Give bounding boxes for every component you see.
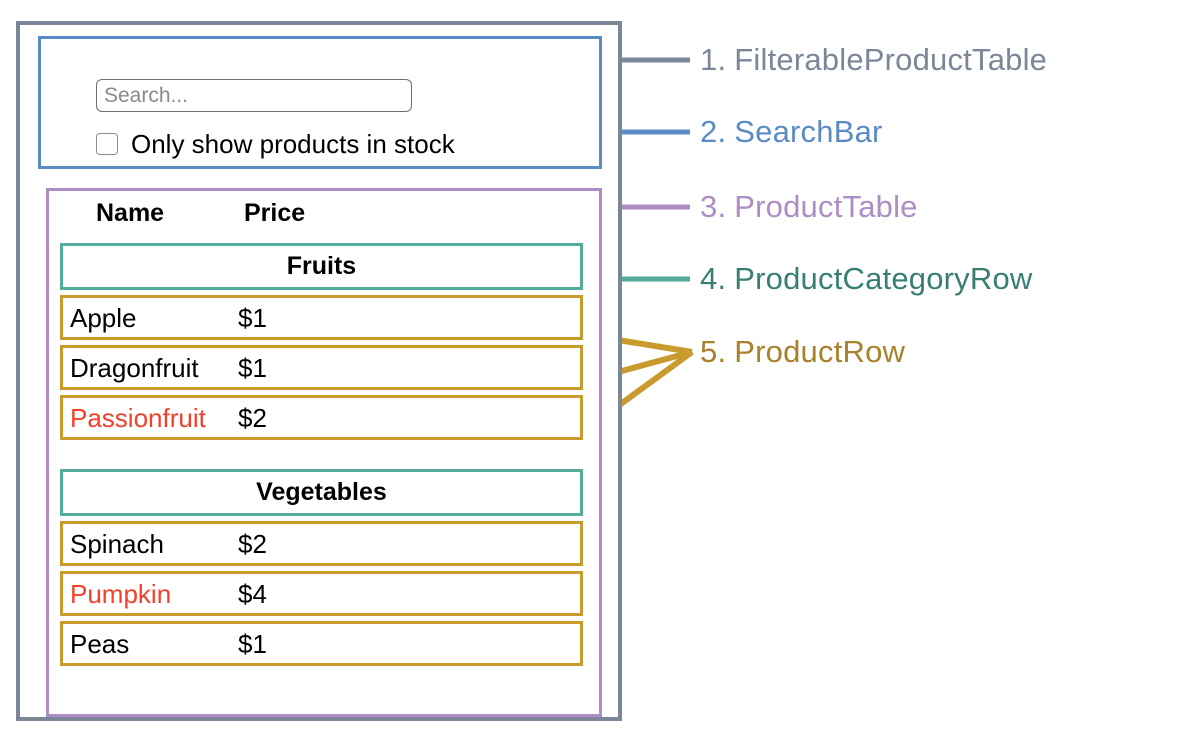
legend-item-product-row: 5.ProductRow: [700, 336, 905, 367]
product-table-content: Name Price Fruits Apple $1 Dragonfruit $…: [60, 191, 583, 666]
legend-item-search-bar: 2.SearchBar: [700, 116, 883, 147]
legend-number: 2.: [700, 114, 727, 149]
legend-name: ProductTable: [734, 189, 918, 224]
product-category-row: Fruits: [60, 243, 583, 290]
product-name: Apple: [70, 302, 137, 333]
product-name: Passionfruit: [70, 402, 206, 433]
in-stock-filter-row[interactable]: Only show products in stock: [96, 127, 455, 160]
group-spacer: [60, 440, 583, 461]
product-price: $1: [238, 352, 267, 383]
legend-number: 1.: [700, 42, 727, 77]
product-name: Spinach: [70, 528, 164, 559]
legend-name: ProductCategoryRow: [734, 261, 1033, 296]
search-input[interactable]: [96, 79, 412, 112]
product-category-label: Vegetables: [256, 478, 387, 506]
product-price: $4: [238, 578, 267, 609]
product-name: Dragonfruit: [70, 352, 199, 383]
product-name: Pumpkin: [70, 578, 172, 609]
product-row: Passionfruit $2: [60, 395, 583, 440]
product-row: Peas $1: [60, 621, 583, 666]
legend-number: 5.: [700, 334, 727, 369]
checkbox-icon[interactable]: [96, 132, 118, 155]
legend-item-product-table: 3.ProductTable: [700, 191, 918, 222]
legend-name: FilterableProductTable: [734, 42, 1048, 77]
product-price: $2: [238, 528, 267, 559]
product-category-label: Fruits: [286, 252, 357, 280]
product-price: $1: [238, 628, 267, 659]
search-bar-box: Only show products in stock: [38, 36, 602, 169]
column-header-name: Name: [96, 198, 165, 227]
legend-name: SearchBar: [734, 114, 883, 149]
product-category-row: Vegetables: [60, 469, 583, 516]
table-header-row: Name Price: [60, 191, 583, 235]
legend-number: 3.: [700, 189, 727, 224]
product-price: $1: [238, 302, 267, 333]
product-row: Spinach $2: [60, 521, 583, 566]
legend-number: 4.: [700, 261, 727, 296]
legend-item-product-category-row: 4.ProductCategoryRow: [700, 263, 1033, 294]
column-header-price: Price: [244, 198, 306, 227]
in-stock-filter-label: Only show products in stock: [131, 128, 455, 159]
product-price: $2: [238, 402, 267, 433]
product-row: Apple $1: [60, 295, 583, 340]
product-name: Peas: [70, 628, 130, 659]
product-table-box: Name Price Fruits Apple $1 Dragonfruit $…: [46, 188, 602, 717]
product-row: Dragonfruit $1: [60, 345, 583, 390]
legend-name: ProductRow: [734, 334, 906, 369]
legend-item-filterable-product-table: 1.FilterableProductTable: [700, 44, 1047, 75]
product-row: Pumpkin $4: [60, 571, 583, 616]
